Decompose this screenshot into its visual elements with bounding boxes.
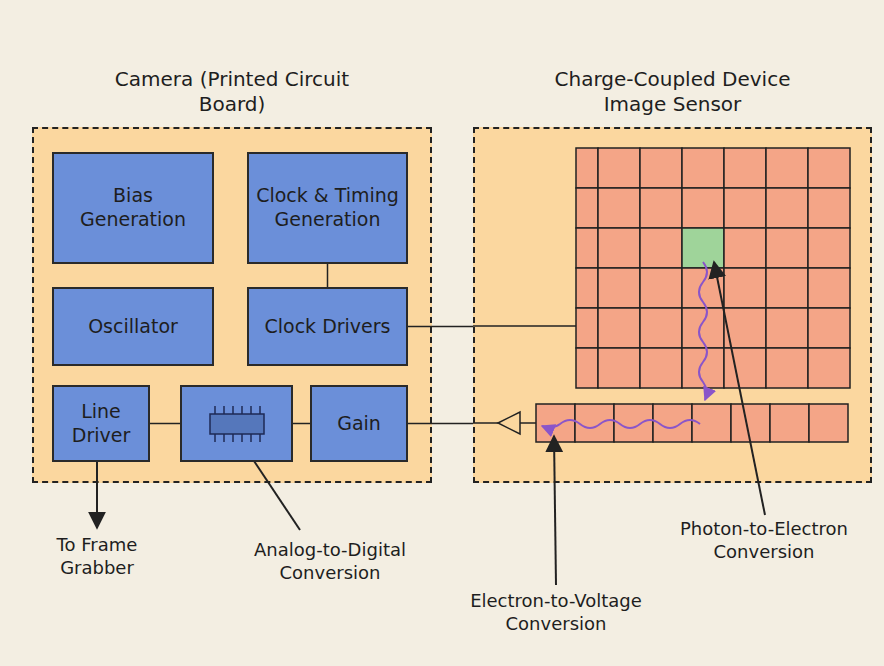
process-box: Oscillator xyxy=(52,287,214,366)
pixel-cell xyxy=(598,308,640,348)
pixel-cell xyxy=(766,228,808,268)
pixel-cell xyxy=(640,268,682,308)
amp-wire xyxy=(520,422,536,424)
pixel-cell xyxy=(808,148,850,188)
pixel-cell xyxy=(598,268,640,308)
box-label: Clock Drivers xyxy=(264,315,390,339)
connector-wire xyxy=(150,423,180,425)
pixel-cell xyxy=(724,188,766,228)
callout-label: Photon-to-Electron Conversion xyxy=(652,518,876,563)
group-heading: Charge-Coupled Device Image Sensor xyxy=(533,67,813,117)
pixel-cell xyxy=(682,188,724,228)
callout-label: Electron-to-Voltage Conversion xyxy=(446,590,666,635)
pixel-cell xyxy=(770,404,809,442)
group-heading: Camera (Printed Circuit Board) xyxy=(82,67,382,117)
callout-label: Analog-to-Digital Conversion xyxy=(225,539,435,584)
pixel-cell xyxy=(724,348,766,388)
connector-wire xyxy=(327,264,329,287)
pixel-cell xyxy=(576,268,598,308)
pixel-cell xyxy=(808,268,850,308)
pixel-cell xyxy=(724,268,766,308)
pixel-cell xyxy=(682,148,724,188)
process-box: Line Driver xyxy=(52,385,150,462)
pixel-cell xyxy=(766,148,808,188)
process-box: Clock & Timing Generation xyxy=(247,152,408,264)
connector-wire xyxy=(293,423,310,425)
amp-wire xyxy=(473,422,498,424)
amplifier-symbol xyxy=(498,412,520,434)
pixel-cell xyxy=(808,348,850,388)
pixel-cell xyxy=(766,348,808,388)
pixel-cell xyxy=(724,228,766,268)
box-label: Clock & Timing Generation xyxy=(253,184,402,232)
pixel-cell xyxy=(640,308,682,348)
pixel-cell xyxy=(536,404,575,442)
sensor-fill xyxy=(473,127,872,483)
pixel-cell xyxy=(575,404,614,442)
pixel-cell xyxy=(766,308,808,348)
clock-bus xyxy=(473,325,576,327)
pixel-cell xyxy=(640,148,682,188)
sensor-region: Charge-Coupled Device Image Sensor xyxy=(473,127,872,483)
pixel-cell xyxy=(640,188,682,228)
box-label: Gain xyxy=(337,412,381,436)
leader-line xyxy=(554,436,556,585)
pixel-cell xyxy=(576,188,598,228)
pixel-cell xyxy=(576,228,598,268)
camera-board-fill xyxy=(32,127,432,483)
pixel-cell xyxy=(808,228,850,268)
connector-wire xyxy=(408,423,473,425)
pixel-cell xyxy=(598,148,640,188)
pixel-grid xyxy=(536,148,850,442)
camera-board: Camera (Printed Circuit Board)Bias Gener… xyxy=(32,127,432,483)
pixel-cell xyxy=(640,348,682,388)
pixel-cell xyxy=(766,188,808,228)
box-label: Bias Generation xyxy=(58,184,208,232)
adc-box: Analog-to-Digital Conversion xyxy=(180,385,293,462)
process-box: Gain xyxy=(310,385,408,462)
pixel-cell xyxy=(598,228,640,268)
pixel-cell xyxy=(576,148,598,188)
pixel-cell xyxy=(576,308,598,348)
pixel-cell xyxy=(766,268,808,308)
chip-icon xyxy=(202,402,272,446)
pixel-cell xyxy=(809,404,848,442)
pixel-cell xyxy=(576,348,598,388)
pixel-cell xyxy=(731,404,770,442)
pixel-cell xyxy=(724,148,766,188)
box-label: Oscillator xyxy=(88,315,178,339)
pixel-cell xyxy=(640,228,682,268)
callout-label: To Frame Grabber xyxy=(37,534,157,579)
pixel-cell xyxy=(598,188,640,228)
process-box: Bias Generation xyxy=(52,152,214,264)
pixel-cell xyxy=(598,348,640,388)
leader-line xyxy=(714,262,765,515)
pixel-cell xyxy=(808,308,850,348)
leader-line xyxy=(96,462,98,528)
process-box: Clock Drivers xyxy=(247,287,408,366)
connector-wire xyxy=(408,326,473,328)
pixel-cell xyxy=(808,188,850,228)
charge-path xyxy=(542,420,700,428)
charge-path xyxy=(699,262,707,400)
box-label: Line Driver xyxy=(58,400,144,448)
